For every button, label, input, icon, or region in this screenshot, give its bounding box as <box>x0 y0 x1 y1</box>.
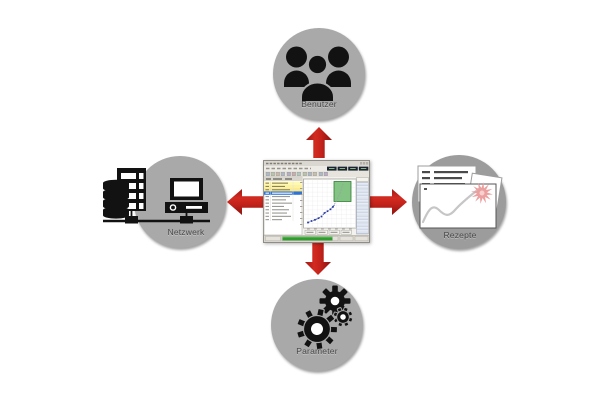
arrow-right-icon <box>370 189 407 215</box>
mini-side-button-strip <box>356 177 369 235</box>
arrow-left-icon <box>227 189 263 215</box>
control-software-screenshot <box>263 160 370 243</box>
documents-curve-icon <box>417 165 503 229</box>
mini-data-table <box>263 176 303 236</box>
mini-green-zone <box>333 181 352 202</box>
mini-toolbar <box>264 171 369 177</box>
mini-status-bar <box>264 235 369 242</box>
mini-title-bar <box>264 161 369 166</box>
mini-menu-bar <box>264 166 369 171</box>
mini-trend-series <box>307 204 335 223</box>
network-computers-icon <box>103 168 210 224</box>
splash-star <box>471 182 493 204</box>
node-label-parameter: Parameter <box>296 346 338 356</box>
gears-icon <box>296 285 354 351</box>
node-label-rezepte: Rezepte <box>443 230 477 240</box>
arrow-down-icon <box>305 243 331 275</box>
mini-chart-area <box>300 178 357 235</box>
mini-progress-bar <box>282 236 333 241</box>
recipe-curve <box>421 186 482 224</box>
arrow-up-icon <box>306 127 332 158</box>
database-icon <box>103 179 129 219</box>
node-label-netzwerk: Netzwerk <box>167 227 205 237</box>
users-group-icon <box>284 46 351 102</box>
node-label-benutzer: Benutzer <box>301 99 337 109</box>
